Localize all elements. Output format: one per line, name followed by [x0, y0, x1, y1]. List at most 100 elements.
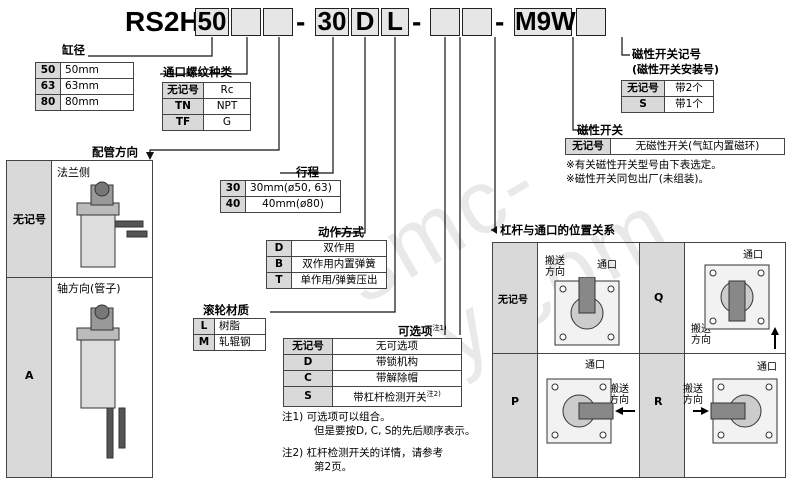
stroke-key: 30: [220, 180, 246, 197]
option-key: 无记号: [283, 338, 333, 355]
piping-key: 无记号: [13, 213, 46, 226]
port-label: 通口: [585, 360, 605, 371]
roller-key: M: [193, 334, 215, 351]
table-row: 无记号无磁性开关(气缸内置磁环): [565, 138, 785, 155]
lever-key: Q: [654, 291, 664, 304]
lever-diagram-icon: [693, 378, 778, 444]
lever-key: 无记号: [498, 295, 528, 306]
lever-diagram-icon: [704, 264, 779, 349]
transfer-label: 搬送: [545, 256, 565, 267]
option-value: 无可选项: [332, 338, 462, 355]
piping-caption: 轴方向(管子): [57, 282, 121, 295]
model-dash: -: [412, 6, 422, 37]
model-option-box: [430, 8, 460, 36]
model-roller-box: L: [381, 8, 409, 36]
note-line: 但是要按D, C, S的先后顺序表示。: [314, 425, 476, 437]
switch-key: 无记号: [565, 138, 611, 155]
options-title: 可选项注1): [398, 323, 447, 338]
lever-diagram-icon: [554, 277, 620, 346]
bore-value: 50mm: [60, 62, 134, 79]
action-key: D: [266, 240, 292, 257]
table-row: 无记号无可选项: [283, 338, 462, 355]
switch-table: 无记号无磁性开关(气缸内置磁环): [565, 138, 785, 155]
action-title: 动作方式: [318, 225, 364, 239]
piping-caption: 法兰侧: [57, 166, 90, 179]
piping-title: 配管方向: [92, 145, 138, 159]
stroke-key: 40: [220, 196, 246, 213]
transfer-label: 搬送: [691, 324, 711, 335]
thread-key: TF: [162, 114, 204, 131]
action-key: B: [266, 256, 292, 273]
cylinder-axial-icon: [76, 304, 126, 459]
model-switch-box: M9W: [514, 6, 576, 36]
option-key: C: [283, 370, 333, 387]
switch-title: 磁性开关: [577, 123, 623, 137]
transfer-label: 搬送: [683, 384, 703, 395]
option-key: D: [283, 354, 333, 371]
lever-key: P: [511, 395, 520, 408]
lever-title: 杠杆与通口的位置关系: [500, 223, 615, 237]
model-prefix: RS2H: [125, 6, 200, 37]
port-label: 通口: [743, 250, 763, 261]
switch-qty-value: 带1个: [664, 96, 714, 113]
table-row: 无记号带2个: [621, 80, 714, 97]
model-dash: -: [296, 6, 306, 37]
thread-key: TN: [162, 98, 204, 115]
bore-key: 63: [35, 78, 61, 95]
bore-title: 缸径: [62, 43, 85, 57]
switch-qty-value: 带2个: [664, 80, 714, 97]
note-line: 第2页。: [314, 461, 353, 473]
model-option-box: [462, 8, 492, 36]
model-action-box: D: [351, 8, 379, 36]
piping-key: A: [25, 369, 34, 382]
switch-note: ※有关磁性开关型号由下表选定。: [566, 159, 722, 171]
switch-value: 无磁性开关(气缸内置磁环): [610, 138, 785, 155]
action-value: 单作用/弹簧压出: [291, 272, 387, 289]
roller-title: 滚轮材质: [203, 303, 249, 317]
thread-value: NPT: [203, 98, 251, 115]
transfer-label: 方向: [691, 335, 711, 346]
option-value: 带杠杆检测开关注2): [332, 386, 462, 407]
stroke-value: 30mm(ø50, 63): [245, 180, 341, 197]
model-piping-box: [263, 8, 293, 36]
switch-qty-subtitle: (磁性开关安装号): [632, 63, 720, 76]
model-dash: -: [495, 6, 505, 37]
port-label: 通口: [757, 362, 777, 373]
port-thread-title: 通口螺纹种类: [163, 65, 232, 79]
cylinder-flange-icon: [76, 181, 148, 268]
switch-qty-key: S: [621, 96, 665, 113]
option-value: 带锁机构: [332, 354, 462, 371]
action-key: T: [266, 272, 292, 289]
bore-key: 80: [35, 94, 61, 111]
model-switch-qty-box: [576, 8, 606, 36]
bore-value: 80mm: [60, 94, 134, 111]
roller-key: L: [193, 318, 215, 335]
switch-qty-key: 无记号: [621, 80, 665, 97]
stroke-value: 40mm(ø80): [245, 196, 341, 213]
port-label: 通口: [597, 260, 617, 271]
switch-note: ※磁性开关同包出厂(未组装)。: [566, 173, 709, 185]
action-value: 双作用内置弹簧: [291, 256, 387, 273]
transfer-label: 方向: [545, 267, 565, 278]
